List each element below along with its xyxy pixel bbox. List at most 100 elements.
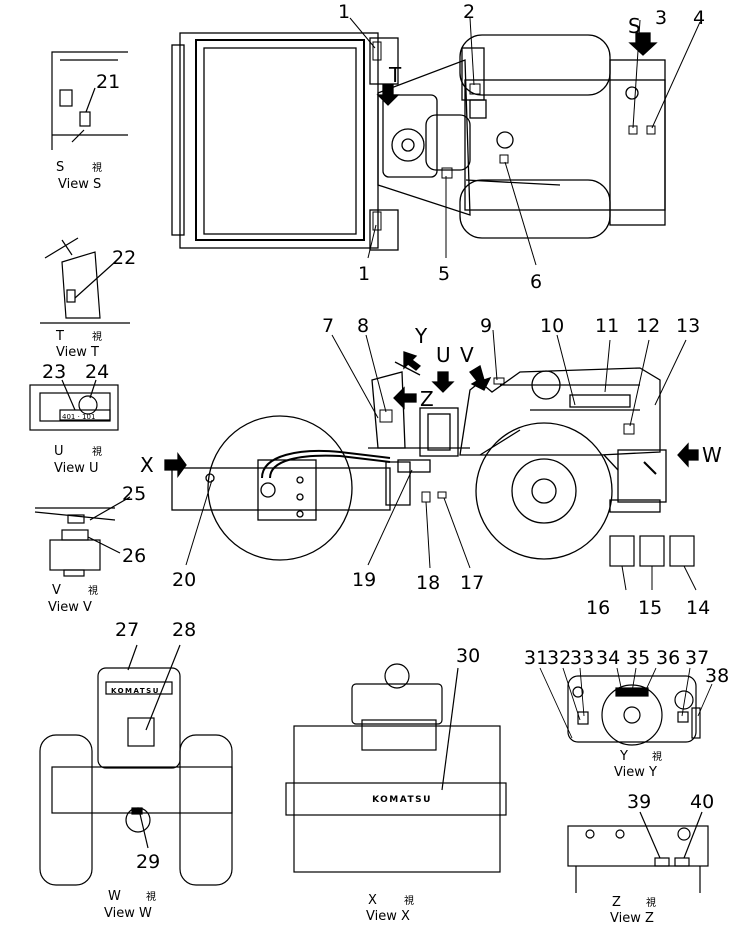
label-plate-1a	[372, 41, 382, 61]
callout-12: 12	[636, 315, 660, 337]
label-plate-18	[421, 491, 431, 503]
label-plate-13	[643, 461, 657, 475]
callout-29: 29	[136, 851, 160, 873]
view-v-kanji: 視	[88, 584, 98, 597]
view-z-kanji: 視	[646, 896, 656, 909]
callout-6: 6	[530, 271, 542, 293]
view-arrow-y	[403, 351, 421, 371]
callout-16: 16	[586, 597, 610, 619]
callout-11: 11	[595, 315, 619, 337]
plate-14	[669, 535, 695, 567]
view-arrow-s	[628, 32, 658, 56]
label-plate-6	[499, 154, 509, 164]
view-arrow-x	[164, 452, 187, 478]
callout-24: 24	[85, 361, 109, 383]
callout-30: 30	[456, 645, 480, 667]
arrow-letter-u: U	[436, 343, 451, 367]
callout-32: 32	[547, 647, 571, 669]
view-x-letter: X	[368, 893, 377, 908]
view-s-letter: S	[56, 160, 64, 175]
view-x-drawing	[285, 663, 507, 873]
view-v-caption: View V	[48, 600, 92, 615]
callout-15: 15	[638, 597, 662, 619]
arrow-letter-z: Z	[420, 387, 434, 411]
callout-13: 13	[676, 315, 700, 337]
view-y-drawing	[539, 667, 713, 746]
callout-20: 20	[172, 569, 196, 591]
plate-16	[609, 535, 635, 567]
komatsu-logo-x: KOMATSU	[372, 795, 432, 805]
label-plate-17	[437, 491, 447, 499]
view-arrow-v	[469, 365, 492, 391]
leaders-side	[185, 329, 697, 591]
view-y-caption: View Y	[614, 765, 657, 780]
callout-31: 31	[524, 647, 548, 669]
callout-10: 10	[540, 315, 564, 337]
callout-17: 17	[460, 572, 484, 594]
view-u-caption: View U	[54, 461, 99, 476]
view-t-letter: T	[55, 329, 64, 344]
view-t-caption: View T	[56, 345, 99, 360]
view-v-letter: V	[52, 583, 61, 598]
view-x-kanji: 視	[404, 894, 414, 907]
top-plan-view	[171, 32, 666, 251]
arrow-letter-s: S	[628, 14, 641, 38]
arrow-letter-v: V	[460, 343, 474, 367]
view-v-drawing	[34, 496, 131, 577]
callout-2: 2	[463, 1, 475, 23]
callout-1-top: 1	[338, 1, 350, 23]
view-w-caption: View W	[104, 906, 152, 921]
view-y-letter: Y	[619, 749, 628, 764]
callout-40: 40	[690, 791, 714, 813]
main-side-view	[171, 361, 667, 561]
view-arrow-w	[677, 442, 699, 468]
view-y-kanji: 視	[652, 750, 662, 763]
callout-1-bottom: 1	[358, 263, 370, 285]
callout-37: 37	[685, 647, 709, 669]
label-plate-12	[623, 423, 635, 435]
callout-25: 25	[122, 483, 146, 505]
callout-21: 21	[96, 71, 120, 93]
view-arrow-t	[376, 84, 400, 106]
arrow-letter-x: X	[140, 453, 154, 477]
view-arrow-letters: S T Y U V Z X W	[140, 14, 722, 477]
label-plate-5	[441, 167, 453, 179]
view-s-drawing	[51, 51, 128, 150]
arrow-letter-w: W	[702, 443, 722, 467]
callout-numbers: 1 2 3 4 1 5 6 21 22 7 8 9 10 11 12 13 23…	[42, 1, 729, 873]
plate-15	[639, 535, 665, 567]
view-z-letter: Z	[612, 895, 621, 910]
view-captions: S 視 View S T 視 View T U 視 View U V 視 Vie…	[48, 160, 662, 925]
view-arrow-u	[431, 371, 455, 393]
view-u-letter: U	[54, 444, 64, 459]
callout-19: 19	[352, 569, 376, 591]
callout-7: 7	[322, 315, 334, 337]
view-w-kanji: 視	[146, 890, 156, 903]
label-plate-1b	[372, 211, 382, 231]
view-u-drawing	[29, 379, 119, 431]
view-z-caption: View Z	[610, 911, 654, 925]
arrow-letter-y: Y	[414, 324, 428, 348]
callout-23: 23	[42, 361, 66, 383]
view-u-kanji: 視	[92, 445, 102, 458]
view-w-drawing	[39, 644, 233, 886]
view-w-letter: W	[108, 889, 121, 904]
label-plate-8	[379, 409, 393, 423]
callout-38: 38	[705, 665, 729, 687]
callout-34: 34	[596, 647, 620, 669]
callout-39: 39	[627, 791, 651, 813]
view-arrow-z	[393, 386, 417, 410]
callout-14: 14	[686, 597, 710, 619]
komatsu-logo-w: KOMATSU	[111, 687, 160, 695]
callout-18: 18	[416, 572, 440, 594]
callout-3: 3	[655, 7, 667, 29]
view-x-caption: View X	[366, 909, 410, 924]
callout-26: 26	[122, 545, 146, 567]
callout-5: 5	[438, 263, 450, 285]
callout-22: 22	[112, 247, 136, 269]
callout-4: 4	[693, 7, 705, 29]
view-s-caption: View S	[58, 177, 101, 192]
arrow-letter-t: T	[388, 63, 402, 87]
